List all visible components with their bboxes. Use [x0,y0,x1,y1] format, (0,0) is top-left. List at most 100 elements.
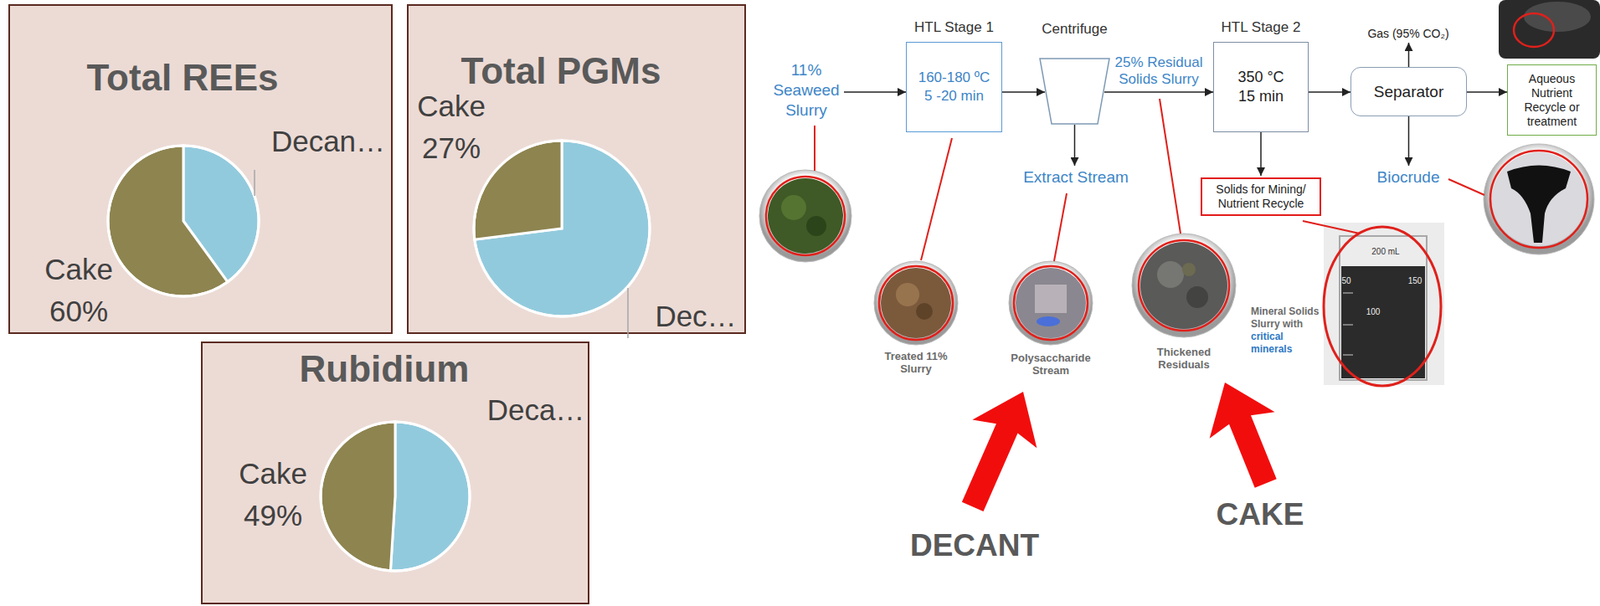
photo-ring [759,169,852,263]
chart-title: Rubidium [299,347,470,391]
beaker-mark-label: 50 [1341,274,1351,288]
box-text: Separator [1373,82,1444,102]
centrifuge-outline [1039,57,1111,125]
photo-detail [1182,262,1196,277]
centrifuge-outline [1039,58,1110,124]
photo-caption: critical minerals [1250,330,1323,356]
leader-line [1159,98,1181,234]
red-ring [1513,13,1554,47]
flow-arrow [1104,91,1214,93]
slice-label: Cake 27% [413,85,489,170]
beaker-mark [1342,354,1354,356]
chart-panel: Total REEsDecan…Cake 60% [8,4,393,335]
flow-arrow [1408,116,1410,166]
seaweed-photo [759,169,852,263]
slice-label: Cake 49% [231,452,315,537]
pie-slice [473,140,562,240]
beaker-mark-label: 200 mL [1371,245,1400,258]
photo-detail [1034,284,1067,314]
unit-heading: Centrifuge [997,20,1153,38]
slice-label: Deca… [487,389,586,432]
box-text: 350 °C 15 min [1234,67,1289,107]
photo-detail [1157,261,1184,289]
process-box: HTL Stage 2350 °C 15 min [1213,41,1309,133]
photo-detail [915,303,933,320]
liquid [1341,266,1426,379]
photo [1323,222,1445,386]
thickened-residuals-photo [1131,233,1236,338]
photo [767,178,844,254]
callout-word: DECANT [910,528,1040,564]
pie-slice [320,421,396,572]
beaker-mark [1342,324,1354,326]
stream-text: Gas (95% CO₂) [1349,25,1467,42]
edge-label: 25% Residual Solids Slurry [1111,54,1206,88]
stream-label: Extract Stream [1013,167,1139,188]
photo-detail [1186,286,1209,309]
box-text: Aqueous Nutrient Recycle or treatment [1514,72,1590,129]
photo [1498,0,1600,59]
red-ring [1490,150,1588,248]
stream-text: 11% Seaweed Slurry [768,60,844,121]
pie-outline [108,145,259,297]
photo [1140,241,1228,330]
photo-detail [1523,1,1591,32]
flow-arrow [1260,132,1262,176]
leader-line [1448,179,1485,196]
stream-label: Gas (95% CO₂) [1349,25,1467,42]
centrifuge-symbol: Centrifuge [1039,57,1111,125]
flow-arrow [1408,42,1410,67]
chart-title: Total REEs [86,56,278,100]
chart-panel: Total PGMsCake 27% Dec… [406,4,746,335]
stream-label: 11% Seaweed Slurry [768,60,844,121]
stream-text: Extract Stream [1013,167,1139,188]
box-text: 160-180 ºC 5 -20 min [915,68,993,106]
photo-ring [874,261,958,345]
flow-arrow [843,91,906,93]
process-box: HTL Stage 1160-180 ºC 5 -20 min [905,41,1003,133]
pie-slice [390,421,470,572]
big-arrow [1192,369,1299,497]
pie-slice [108,145,228,297]
red-ring [879,266,953,340]
photo [880,267,952,339]
leader-line [920,138,952,261]
flow-arrow [1074,124,1076,166]
separator-box: Separator [1350,66,1467,117]
unit-heading: HTL Stage 1 [864,19,1044,37]
leader-line [253,169,256,196]
leader-line [1302,221,1360,234]
photo-caption: Polysaccharide Stream [998,351,1104,377]
output-box: Solids for Mining/ Nutrient Recycle [1200,177,1322,217]
slice-label: Decan… [271,120,386,163]
biocrude-photo [1483,144,1595,255]
red-ring [1323,226,1441,386]
red-ring [1138,240,1230,331]
photo-ring [1008,261,1093,345]
photo-caption: Thickened Residuals [1142,345,1226,371]
photo-detail [1507,165,1571,244]
red-ring [1013,266,1088,340]
photo-caption: Mineral Solids Slurry with [1250,305,1323,331]
flow-arrow [1308,91,1351,93]
flow-arrow [1002,91,1045,93]
photo [1015,267,1086,339]
pie-outline [320,421,470,572]
aqueous-photo [1498,0,1600,59]
callout-word: CAKE [1216,497,1305,533]
leader-line [1054,193,1067,262]
leader-line [627,288,629,339]
chart-panel: RubidiumDeca… Cake 49% [200,341,590,605]
beaker-photo [1323,222,1445,386]
beaker-mark-label: 100 [1366,305,1381,319]
slice-label: Dec… [654,295,736,338]
photo-detail [895,282,920,307]
beaker-mark-label: 150 [1408,274,1423,288]
photo [1491,152,1586,247]
photo-detail [1036,316,1060,327]
stream-text: Biocrude [1362,167,1455,188]
beaker-mark [1342,293,1354,294]
photo-caption: Treated 11% Slurry [876,349,957,376]
chart-title: Total PGMs [461,49,662,93]
